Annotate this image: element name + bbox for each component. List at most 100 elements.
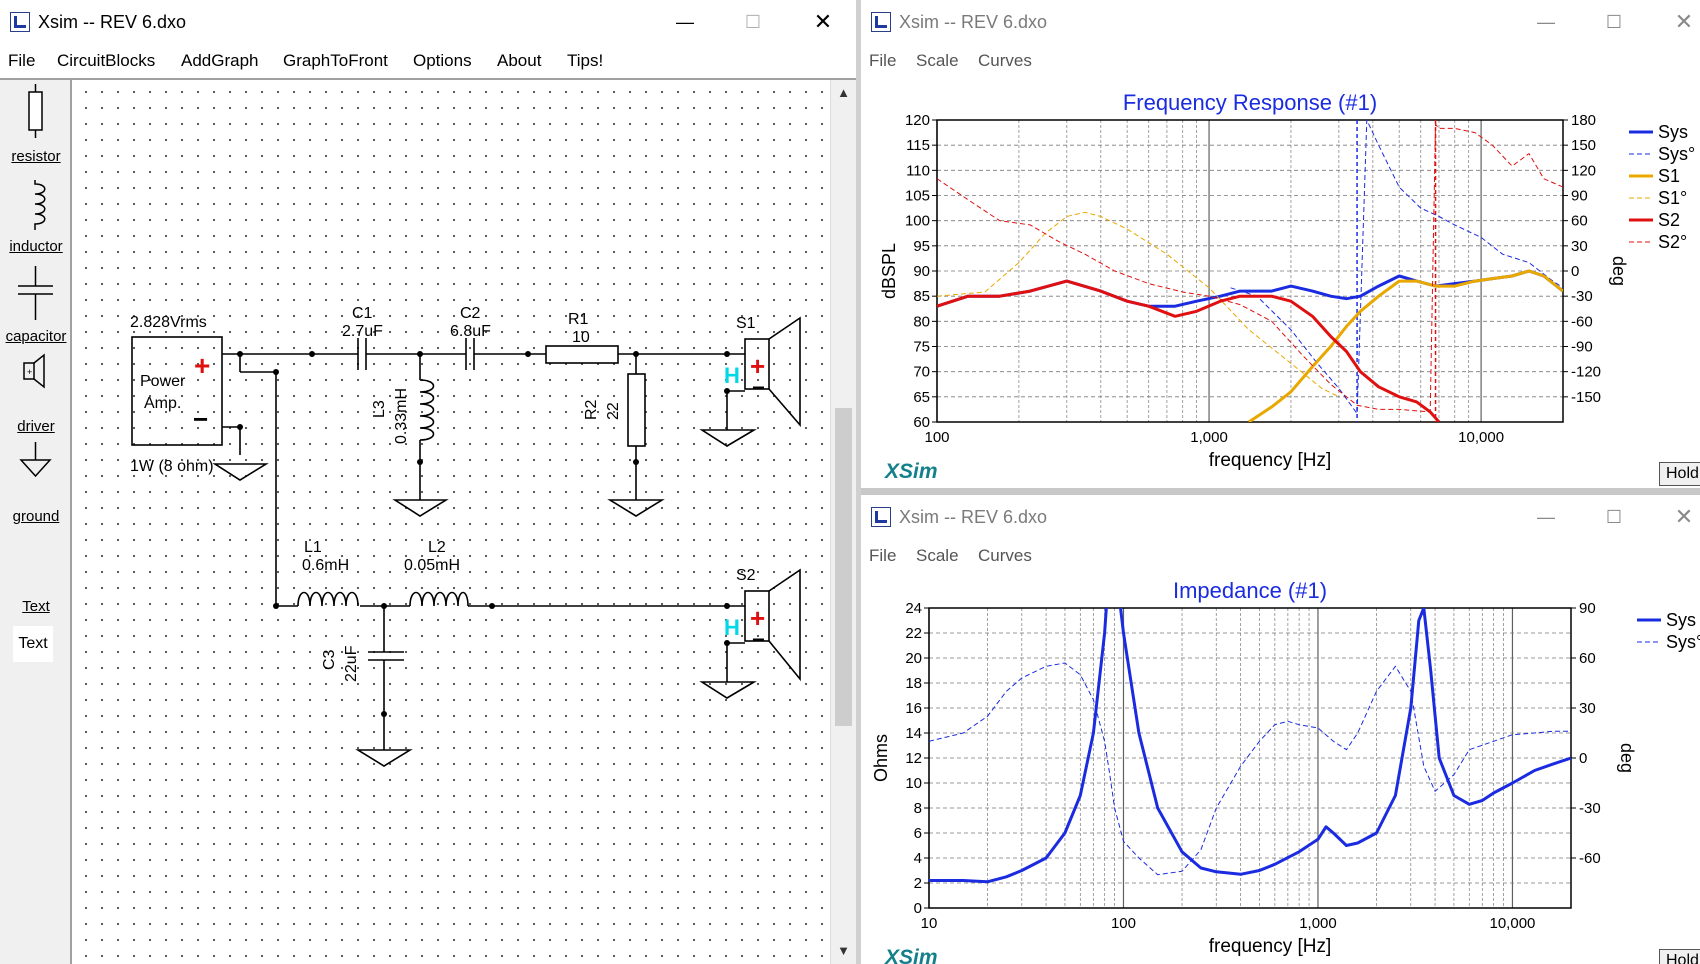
c1-name: C1 — [352, 305, 373, 322]
x-tick-label: 1,000 — [1190, 429, 1228, 446]
y-tick-label: 115 — [906, 137, 930, 154]
x-axis-label: frequency [Hz] — [1209, 450, 1332, 471]
y-tick-label: 8 — [914, 800, 922, 817]
hold-button[interactable]: Hold — [1659, 462, 1700, 486]
y-tick-label: 16 — [905, 700, 922, 717]
hold-button[interactable]: Hold — [1659, 949, 1700, 964]
y-tick-label: 90 — [913, 263, 930, 280]
imp-titlebar[interactable]: Xsim -- REV 6.dxo — ☐ ✕ — [861, 495, 1700, 539]
l1-value: 0.6mH — [302, 557, 349, 574]
y2-tick-label: -60 — [1579, 850, 1601, 867]
y-tick-label: 75 — [913, 339, 930, 356]
tool-text[interactable]: Text — [22, 598, 50, 615]
y2-tick-label: 30 — [1571, 238, 1588, 255]
inductor-icon[interactable] — [34, 180, 46, 230]
s1-driver[interactable] — [744, 338, 770, 390]
menu-circuitblocks[interactable]: CircuitBlocks — [57, 51, 156, 70]
tool-ground[interactable]: ground — [12, 508, 60, 525]
tool-text-preview[interactable]: Text — [13, 626, 53, 662]
y-tick-label: 70 — [913, 364, 930, 381]
y2-tick-label: 90 — [1571, 188, 1588, 205]
tool-inductor[interactable]: inductor — [9, 238, 63, 255]
x-tick-label: 10 — [921, 915, 938, 932]
resistor-icon[interactable] — [28, 84, 43, 138]
power-amp-block[interactable] — [131, 336, 223, 446]
amp-power-label: 1W (8 ohm) — [130, 458, 214, 475]
schematic-titlebar[interactable]: Xsim -- REV 6.dxo — ☐ ✕ — [0, 0, 856, 44]
r2-name: R2 — [583, 399, 600, 420]
maximize-icon[interactable]: ☐ — [1605, 506, 1623, 527]
legend-label: S1° — [1658, 188, 1687, 208]
r2-resistor[interactable] — [627, 373, 646, 447]
minimize-icon[interactable]: — — [1537, 506, 1555, 527]
series-line-sys-phase — [1230, 120, 1563, 415]
l3-inductor[interactable] — [419, 379, 435, 441]
menu-options[interactable]: Options — [413, 51, 472, 70]
series-line-sys-phase — [929, 662, 1571, 876]
r1-resistor[interactable] — [545, 345, 619, 364]
y2-tick-label: -30 — [1579, 800, 1601, 817]
menu-addgraph[interactable]: AddGraph — [181, 51, 259, 70]
close-icon[interactable]: ✕ — [813, 9, 833, 34]
tool-resistor[interactable]: resistor — [11, 148, 61, 165]
y-tick-label: 100 — [905, 213, 930, 230]
c3-value: 22uF — [343, 645, 360, 682]
y2-tick-label: 60 — [1579, 650, 1596, 667]
ground-s2-icon — [699, 681, 757, 699]
menu-scale[interactable]: Scale — [916, 51, 959, 70]
series-group — [929, 608, 1571, 884]
menu-about[interactable]: About — [497, 51, 542, 70]
xsim-app-icon — [871, 12, 891, 32]
y-tick-label: 24 — [905, 600, 922, 617]
y2-tick-label: 30 — [1579, 700, 1596, 717]
y-tick-label: 105 — [905, 188, 930, 205]
y-tick-label: 6 — [914, 825, 922, 842]
maximize-icon[interactable]: ☐ — [1605, 11, 1623, 32]
close-icon[interactable]: ✕ — [1674, 504, 1694, 529]
minimize-icon[interactable]: — — [1537, 11, 1555, 32]
tool-driver[interactable]: driver — [17, 418, 55, 435]
imp-menubar: File Scale Curves — [861, 541, 1700, 573]
minimize-icon[interactable]: — — [676, 11, 694, 32]
menu-file[interactable]: File — [869, 51, 897, 70]
y-tick-label: 80 — [913, 313, 930, 330]
driver-icon[interactable]: + — [23, 353, 45, 389]
freq-titlebar[interactable]: Xsim -- REV 6.dxo — ☐ ✕ — [861, 0, 1700, 44]
series-line-s2-phase — [937, 123, 1563, 413]
tool-capacitor[interactable]: capacitor — [5, 328, 67, 345]
capacitor-icon[interactable] — [18, 266, 53, 320]
c3-name: C3 — [321, 649, 338, 670]
menu-file[interactable]: File — [869, 546, 897, 565]
series-line-sys — [937, 269, 1563, 308]
schematic-vertical-scrollbar[interactable]: ▲ ▼ — [830, 80, 856, 964]
x-tick-label: 10,000 — [1458, 429, 1504, 446]
series-line-s1 — [1247, 269, 1563, 422]
l1-name: L1 — [304, 539, 322, 556]
chart-0-grid — [936, 119, 1564, 423]
window-title: Xsim -- REV 6.dxo — [38, 12, 187, 32]
menu-graphtofront[interactable]: GraphToFront — [283, 51, 388, 70]
l2-value: 0.05mH — [404, 557, 460, 574]
s2-driver[interactable] — [744, 590, 770, 642]
schematic-canvas[interactable] — [74, 80, 828, 964]
close-icon[interactable]: ✕ — [1674, 9, 1694, 34]
window-title: Xsim -- REV 6.dxo — [899, 12, 1048, 32]
ground-icon[interactable] — [19, 442, 52, 478]
scroll-up-icon[interactable]: ▲ — [837, 85, 850, 100]
scroll-thumb[interactable] — [835, 408, 852, 726]
menu-tips[interactable]: Tips! — [567, 51, 604, 70]
menu-curves[interactable]: Curves — [978, 546, 1032, 565]
x-tick-label: 10,000 — [1490, 915, 1536, 932]
y2-tick-label: 120 — [1571, 162, 1596, 179]
menu-file[interactable]: File — [8, 51, 36, 70]
y-tick-label: 85 — [913, 288, 930, 305]
menu-scale[interactable]: Scale — [916, 546, 959, 565]
l1-inductor[interactable] — [297, 591, 359, 607]
maximize-icon[interactable]: ☐ — [744, 11, 762, 32]
scroll-down-icon[interactable]: ▼ — [837, 943, 850, 958]
y-tick-label: 10 — [905, 775, 922, 792]
menu-curves[interactable]: Curves — [978, 51, 1032, 70]
l2-inductor[interactable] — [409, 591, 469, 607]
